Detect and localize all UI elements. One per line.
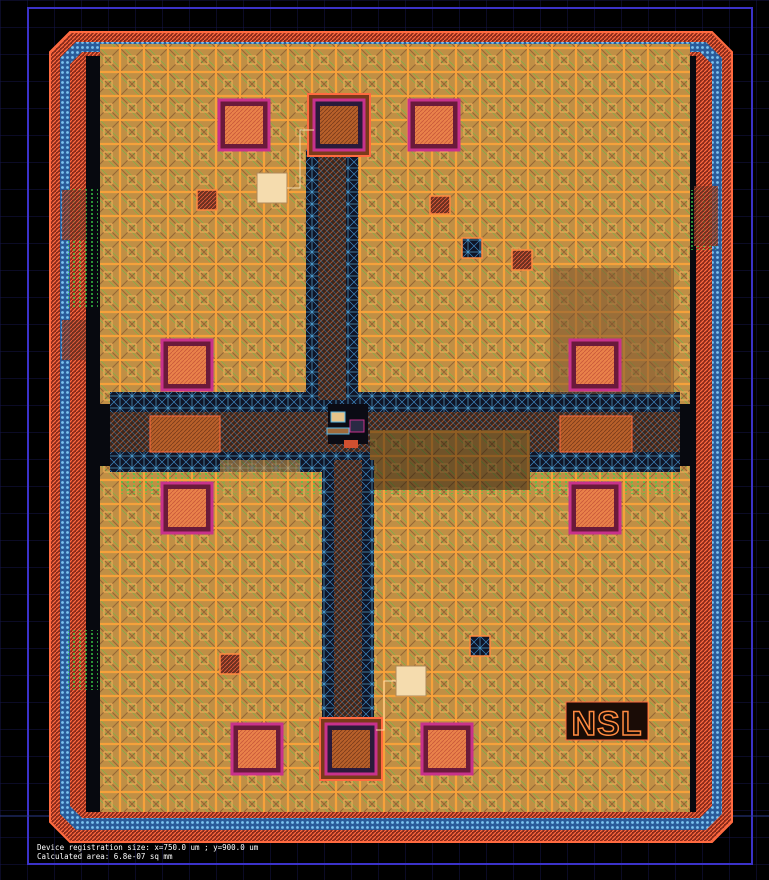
test-cell-6 (219, 653, 241, 675)
side-stub-right-1 (694, 186, 718, 246)
center-device[interactable] (326, 404, 368, 448)
side-stub-left-2 (62, 320, 86, 360)
vertical-channel-top-core (318, 150, 346, 400)
probe-trace-top (287, 129, 314, 189)
pad-top-center[interactable] (307, 93, 371, 157)
calculated-area-label: Calculated area: 6.8e-07 sq mm (37, 852, 173, 861)
test-cell-3 (461, 237, 483, 259)
pad-bottom-left[interactable] (230, 722, 284, 776)
source-electrode (149, 415, 221, 453)
pad-bottom-right[interactable] (420, 722, 474, 776)
test-cell-4 (511, 249, 533, 271)
drain-electrode (559, 415, 633, 453)
test-cell-5 (469, 635, 491, 657)
test-cell-1 (196, 189, 218, 211)
logo-text: NSL (572, 705, 643, 743)
probe-trace-bottom (376, 680, 396, 731)
pad-top-left[interactable] (217, 98, 271, 152)
vertical-channel-bottom-core (334, 460, 362, 720)
nsl-logo: NSL (565, 701, 649, 744)
mesh-region-lower-grid (370, 430, 530, 490)
pad-upper-right[interactable] (568, 338, 622, 392)
pad-bottom-center[interactable] (319, 717, 383, 781)
registration-frame (27, 7, 753, 865)
probe-pad-bottom[interactable] (395, 665, 427, 697)
side-stub-left-1 (62, 190, 86, 240)
test-cell-2 (429, 195, 451, 215)
pad-upper-left[interactable] (160, 338, 214, 392)
green-strip-left-bottom (68, 630, 98, 690)
pad-lower-right[interactable] (568, 481, 622, 535)
registration-size-label: Device registration size: x=750.0 um ; y… (37, 843, 259, 852)
probe-pad-top[interactable] (256, 172, 288, 204)
mesh-region-left (220, 460, 300, 500)
pad-top-right[interactable] (407, 98, 461, 152)
pad-lower-left[interactable] (160, 481, 214, 535)
